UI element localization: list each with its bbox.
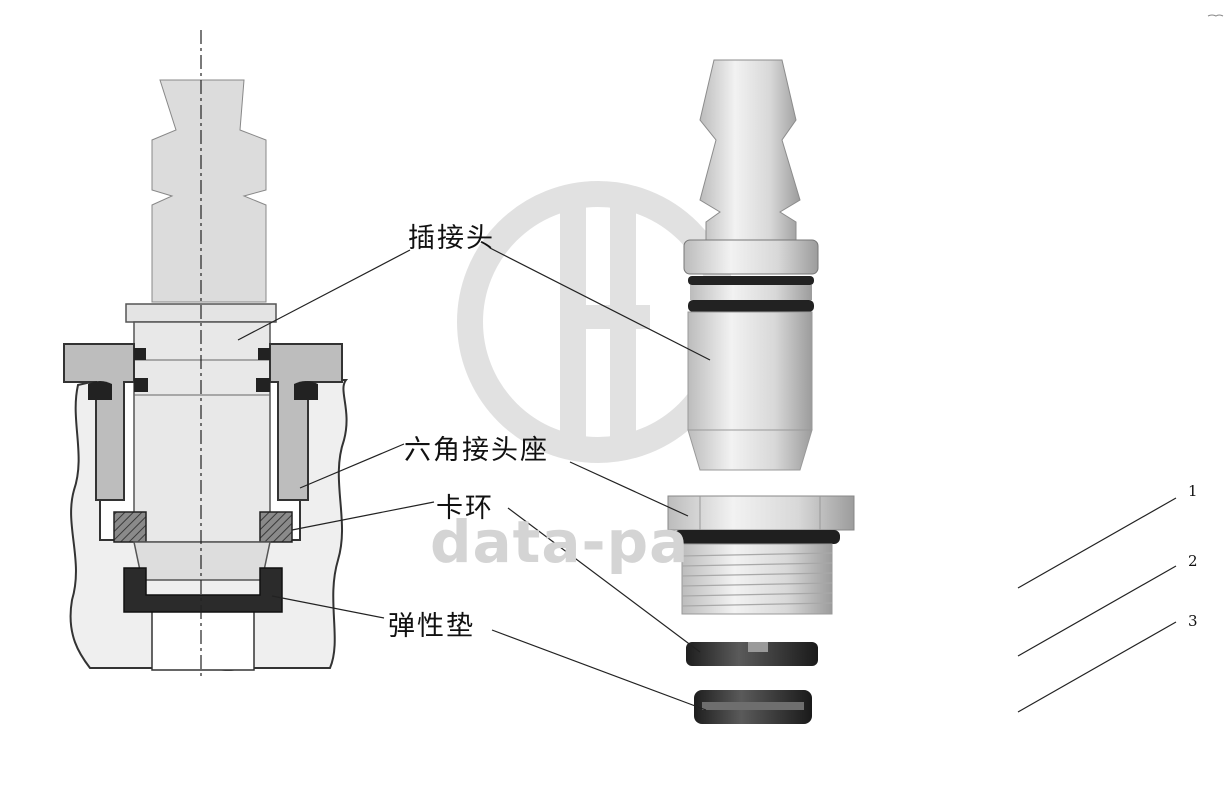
label-plug: 插接头 bbox=[408, 223, 495, 254]
label-snap-ring: 卡环 bbox=[436, 493, 494, 524]
exploded-plug-body bbox=[687, 311, 813, 431]
o-ring-right-mid bbox=[256, 378, 270, 392]
leader-snap-left bbox=[291, 501, 435, 531]
number-line-2 bbox=[1017, 565, 1177, 657]
o-ring-left-top bbox=[134, 348, 146, 360]
leader-hex-left bbox=[299, 443, 405, 489]
elastic-pad-groove bbox=[702, 702, 804, 710]
hex-seat-left bbox=[63, 343, 135, 501]
thread-lines bbox=[681, 552, 833, 607]
hex-seat-right bbox=[269, 343, 343, 501]
leader-pad-right bbox=[491, 629, 707, 711]
exploded-hex-seat bbox=[667, 495, 855, 531]
leader-lines bbox=[237, 247, 711, 711]
watermark-crossbar bbox=[560, 305, 650, 329]
number-line-3 bbox=[1017, 621, 1177, 713]
leader-plug-left bbox=[237, 249, 411, 341]
exploded-o-ring-2 bbox=[688, 300, 814, 312]
o-ring-left-mid bbox=[134, 378, 148, 392]
exploded-plug-barb bbox=[699, 59, 801, 247]
o-ring-right-top bbox=[258, 348, 270, 360]
leader-plug-right bbox=[489, 247, 711, 361]
snap-ring-right bbox=[259, 511, 293, 543]
snap-ring-gap bbox=[748, 642, 768, 652]
leader-hex-right bbox=[569, 461, 689, 517]
plug-body bbox=[133, 321, 271, 543]
plug-barbed-tube bbox=[151, 79, 267, 303]
o-ring-right-outer bbox=[294, 381, 318, 400]
label-elastic-pad: 弹性垫 bbox=[388, 611, 475, 642]
elastic-pad-section bbox=[123, 567, 283, 613]
exploded-plug-tip bbox=[687, 429, 813, 471]
corner-mark bbox=[1207, 14, 1224, 17]
number-1: 1 bbox=[1188, 482, 1198, 500]
label-hex-seat: 六角接头座 bbox=[404, 435, 549, 466]
leader-pad-left bbox=[271, 595, 385, 619]
watermark-text: data-pa bbox=[430, 508, 690, 576]
number-3: 3 bbox=[1188, 612, 1198, 630]
o-ring-left-outer bbox=[88, 381, 112, 400]
exploded-o-ring-1 bbox=[688, 276, 814, 285]
cross-section-view bbox=[63, 30, 349, 680]
number-2: 2 bbox=[1188, 552, 1198, 570]
snap-ring-left bbox=[113, 511, 147, 543]
leader-snap-right bbox=[507, 507, 701, 653]
exploded-seat-o-ring bbox=[674, 530, 840, 544]
exploded-plug-band bbox=[690, 285, 812, 300]
exploded-snap-ring bbox=[686, 642, 818, 666]
plug-tip bbox=[133, 541, 271, 581]
numbered-lines bbox=[1017, 497, 1177, 713]
number-line-1 bbox=[1017, 497, 1177, 589]
exploded-view bbox=[667, 59, 855, 724]
exploded-plug-flange bbox=[683, 239, 819, 275]
